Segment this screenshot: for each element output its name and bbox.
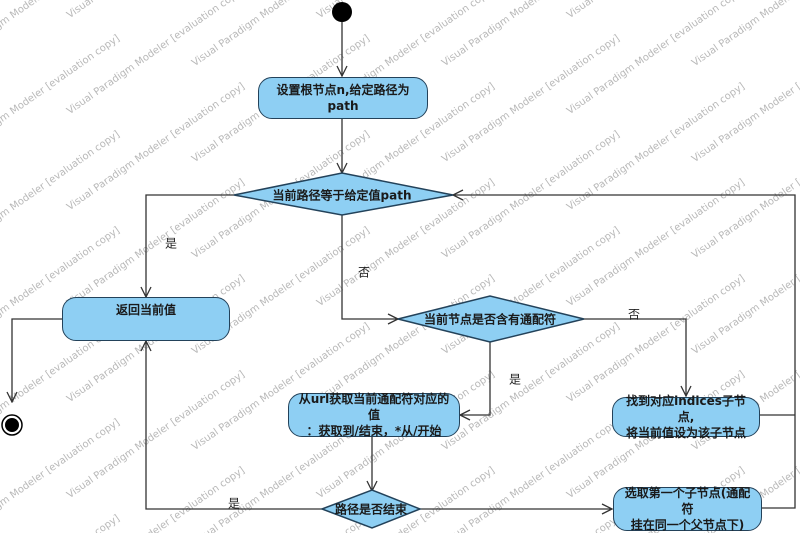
initial-node	[332, 2, 352, 22]
action-return-current-label: 返回当前值	[115, 303, 176, 317]
decision-path-equals	[233, 172, 454, 216]
decision-path-ended-label: 路径是否结束	[334, 502, 408, 517]
action-get-url-value-line1: 从url获取当前通配符对应的值	[298, 392, 450, 422]
decision-has-wildcard	[397, 295, 585, 343]
action-get-url-value-line2: ：获取到/结束，*从/开始	[306, 424, 442, 438]
edge-label-path-equals-no: 否	[357, 265, 371, 280]
edge-label-path-ended-yes: 是	[227, 496, 241, 511]
action-select-first-line2: 挂在同一个父节点下)	[630, 518, 745, 532]
edge-label-path-equals-yes: 是	[164, 236, 178, 251]
action-select-first-line1: 选取第一个子节点(通配符	[624, 486, 751, 516]
edge-label-has-wildcard-yes: 是	[508, 372, 522, 387]
action-set-root-label: 设置根节点n,给定路径为path	[276, 83, 410, 113]
decision-path-ended	[319, 489, 423, 529]
decision-has-wildcard-label: 当前节点是否含有通配符	[423, 312, 557, 327]
action-find-indices-line1: 找到对应indices子节点,	[626, 394, 746, 424]
decision-path-equals-label: 当前路径等于给定值path	[272, 188, 412, 203]
action-set-root[interactable]: 设置根节点n,给定路径为path	[258, 77, 428, 119]
edge-label-has-wildcard-no: 否	[627, 307, 641, 322]
action-find-indices-line2: 将当前值设为该子节点	[625, 426, 746, 440]
action-select-first-child[interactable]: 选取第一个子节点(通配符 挂在同一个父节点下)	[613, 486, 762, 532]
action-get-url-value[interactable]: 从url获取当前通配符对应的值 ：获取到/结束，*从/开始	[288, 392, 460, 438]
action-find-indices-child[interactable]: 找到对应indices子节点, 将当前值设为该子节点	[612, 394, 760, 440]
action-return-current[interactable]: 返回当前值	[62, 297, 230, 341]
